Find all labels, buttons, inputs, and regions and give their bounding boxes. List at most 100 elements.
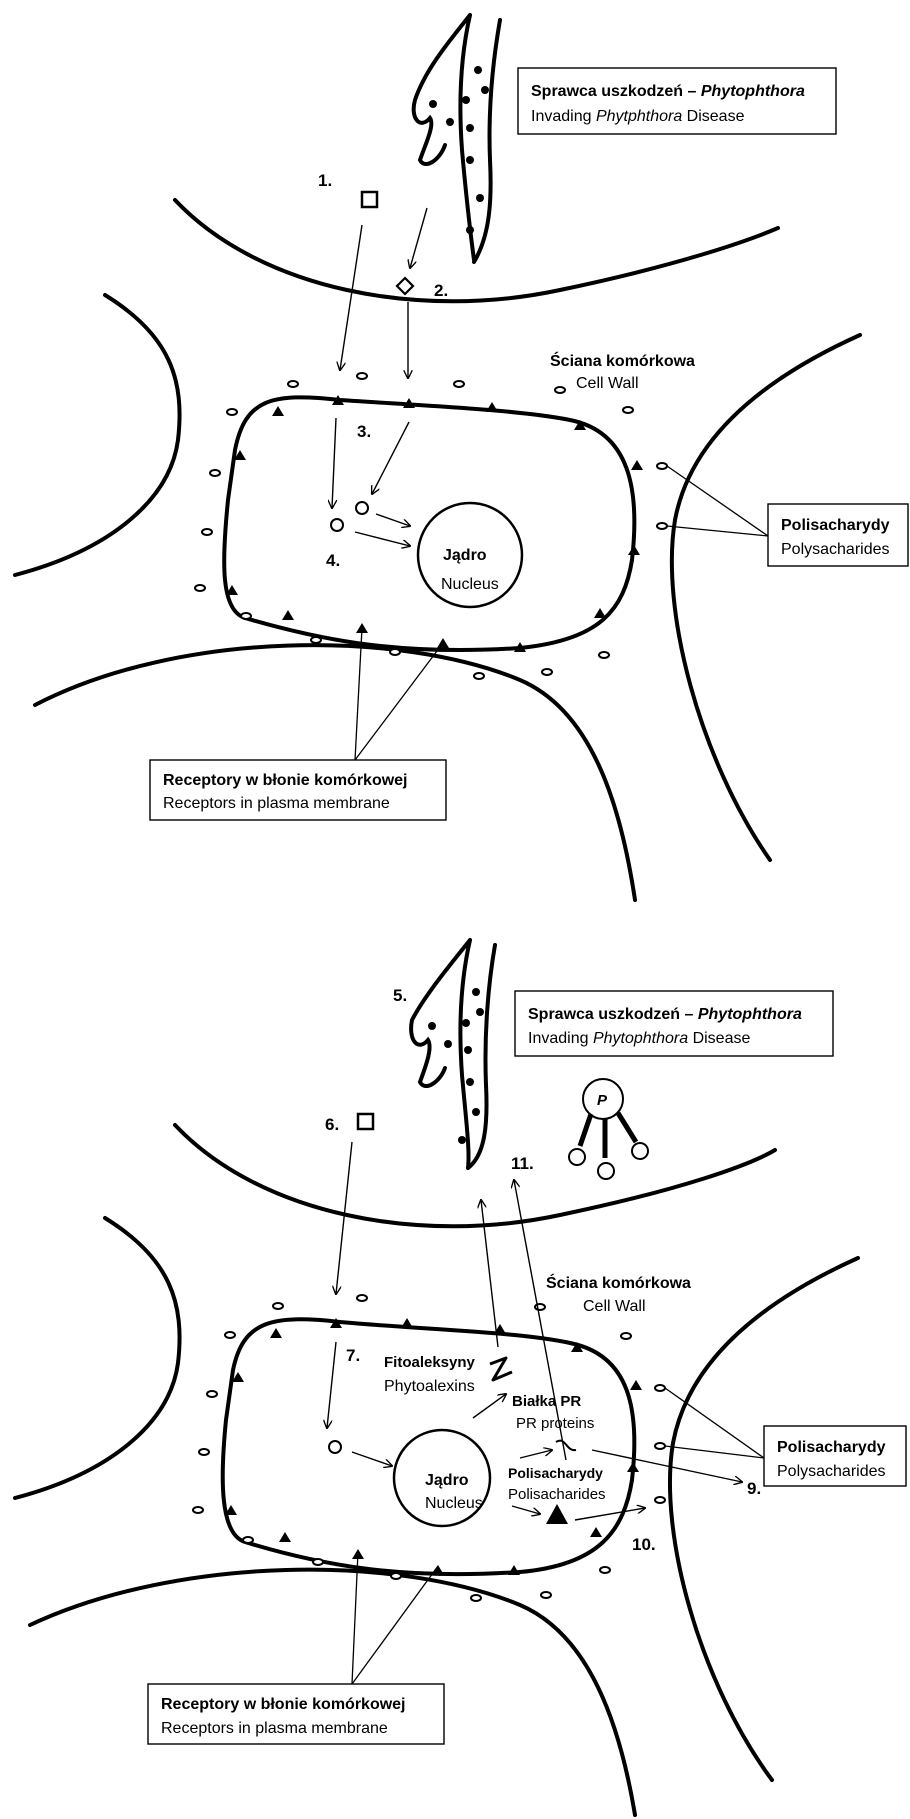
p-arm-1 [577,1113,594,1147]
elicitor-square-icon [360,190,379,209]
polysaccharide-triangle-icon [546,1504,568,1524]
phytoalexin-zigzag-icon [489,1356,513,1382]
step-7-label: 7. [346,1346,360,1365]
elicitor-square-icon-2 [356,1112,375,1131]
cell-wall-right-2 [668,1256,860,1782]
arrow-phytoalexin-out [481,1200,499,1348]
pathogen-subtitle: Invading Phytphthora Disease [531,108,745,125]
arrow-square-to-wall [340,224,363,370]
p-arm-3 [615,1111,639,1144]
arrow-nucleus-to-phytoalexin [472,1394,506,1419]
nucleus-en-label: Nucleus [441,576,499,593]
pathogen-label-box-2 [514,990,834,1057]
poly-pointer-4 [664,1445,765,1459]
inner-poly-en-label: Polisacharides [508,1486,606,1503]
pr-proteins-en-label: PR proteins [516,1415,594,1432]
arrow-triangle-to-10 [574,1508,645,1521]
cell-wall-right [669,333,862,862]
p-arm-end-2 [597,1162,615,1180]
pr-protein-squiggle-icon [555,1439,577,1452]
arrow-receptor-to-signal-3 [327,1341,337,1428]
poly-pointer-1 [666,465,769,537]
arrow-signal-to-nucleus-2 [354,531,410,546]
step-9-label: 9. [747,1479,761,1498]
cell-wall-left [13,293,182,577]
plasma-membrane-2 [220,1317,637,1577]
step-1-label: 1. [318,171,332,190]
arrow-receptor-to-signal-1 [332,417,336,508]
arrow-signal-to-nucleus-3 [351,1451,392,1466]
nucleus-pl-label: Jądro [443,547,487,564]
receptors-en-label: Receptors in plasma membrane [163,795,390,812]
signal-molecule-icon-3 [328,1440,342,1454]
step-3-label: 3. [357,422,371,441]
signal-molecule-icon-2 [330,518,344,532]
inner-poly-pl-label: Polisacharydy [508,1465,603,1481]
receptor-pointer-2 [354,642,444,761]
cell-wall-lower [33,643,637,902]
signal-molecule-icon [355,501,369,515]
arrow-nucleus-to-pr [519,1450,552,1459]
poly-pl-label: Polisacharydy [781,517,890,534]
receptors-pl-label-2: Receptory w błonie komórkowej [161,1696,406,1713]
cell-wall-en-label-2: Cell Wall [583,1298,646,1315]
top-panel: Sprawca uszkodzeń – Phytophthora Invadin… [13,13,909,902]
step-2-label: 2. [434,281,448,300]
pathogen-dots [429,66,489,234]
nucleus [416,501,524,609]
poly-en-label: Polysacharides [781,541,890,558]
step-6-label: 6. [325,1115,339,1134]
cell-wall-pl-label: Ściana komórkowa [550,351,695,370]
step-10-label: 10. [632,1535,656,1554]
pathogen-label-box [517,67,837,135]
arrow-signal-to-nucleus-1 [375,513,410,526]
cell-wall-upper [173,198,780,304]
polysaccharide-ovals [194,372,668,680]
poly-pointer-3 [664,1387,765,1459]
poly-label-box-2 [763,1425,907,1487]
arrow-pr-to-9 [591,1449,742,1482]
nucleus-2 [392,1428,492,1528]
p-molecule-label: P [597,1092,608,1109]
cell-wall-lower-2 [28,1567,637,1817]
pathogen-subtitle-2: Invading Phytophthora Disease [528,1030,750,1047]
elicitor-diamond-icon [395,276,415,296]
phytoalexins-pl-label: Fitoaleksyny [384,1354,476,1371]
step-4-label: 4. [326,551,340,570]
pr-proteins-pl-label: Białka PR [512,1393,581,1410]
cell-wall-en-label: Cell Wall [576,375,639,392]
receptors-label-box-2 [147,1683,445,1745]
pathogen-title: Sprawca uszkodzeń – Phytophthora [531,83,805,100]
receptors-label-box [149,759,447,821]
nucleus-en-label-2: Nucleus [425,1495,483,1512]
p-arm-end-3 [631,1142,649,1160]
pathogen-hypha-2 [409,938,497,1170]
arrow-square-to-wall-2 [336,1141,353,1294]
step-11-label: 11. [511,1154,534,1173]
receptor-pointer-3 [351,1551,359,1685]
cell-wall-left-2 [13,1216,182,1500]
bottom-panel: 5. Sprawca uszkodzeń – Phytophthora Inva… [13,938,907,1817]
p-arm-end-1 [568,1148,586,1166]
pathogen-hypha [411,13,502,264]
membrane-receptors-2 [225,1318,642,1575]
plasma-membrane [222,395,637,653]
step-5-label: 5. [393,986,407,1005]
pathogen-title-2: Sprawca uszkodzeń – Phytophthora [528,1006,802,1023]
membrane-receptors [226,395,643,652]
receptor-pointer-1 [354,627,363,761]
arrow-receptor-to-signal-2 [372,421,410,494]
receptors-en-label-2: Receptors in plasma membrane [161,1720,388,1737]
arrow-pr-out [514,1180,567,1461]
arrow-nucleus-to-triangle [511,1505,540,1514]
receptors-pl-label: Receptory w błonie komórkowej [163,772,408,789]
pathogen-dots-2 [428,988,484,1144]
phytoalexins-en-label: Phytoalexins [384,1378,475,1395]
receptor-pointer-4 [351,1565,439,1685]
cell-wall-upper-2 [173,1123,777,1229]
poly-label-box [767,503,909,567]
nucleus-pl-label-2: Jądro [425,1472,469,1489]
poly-pl-label-2: Polisacharydy [777,1439,886,1456]
